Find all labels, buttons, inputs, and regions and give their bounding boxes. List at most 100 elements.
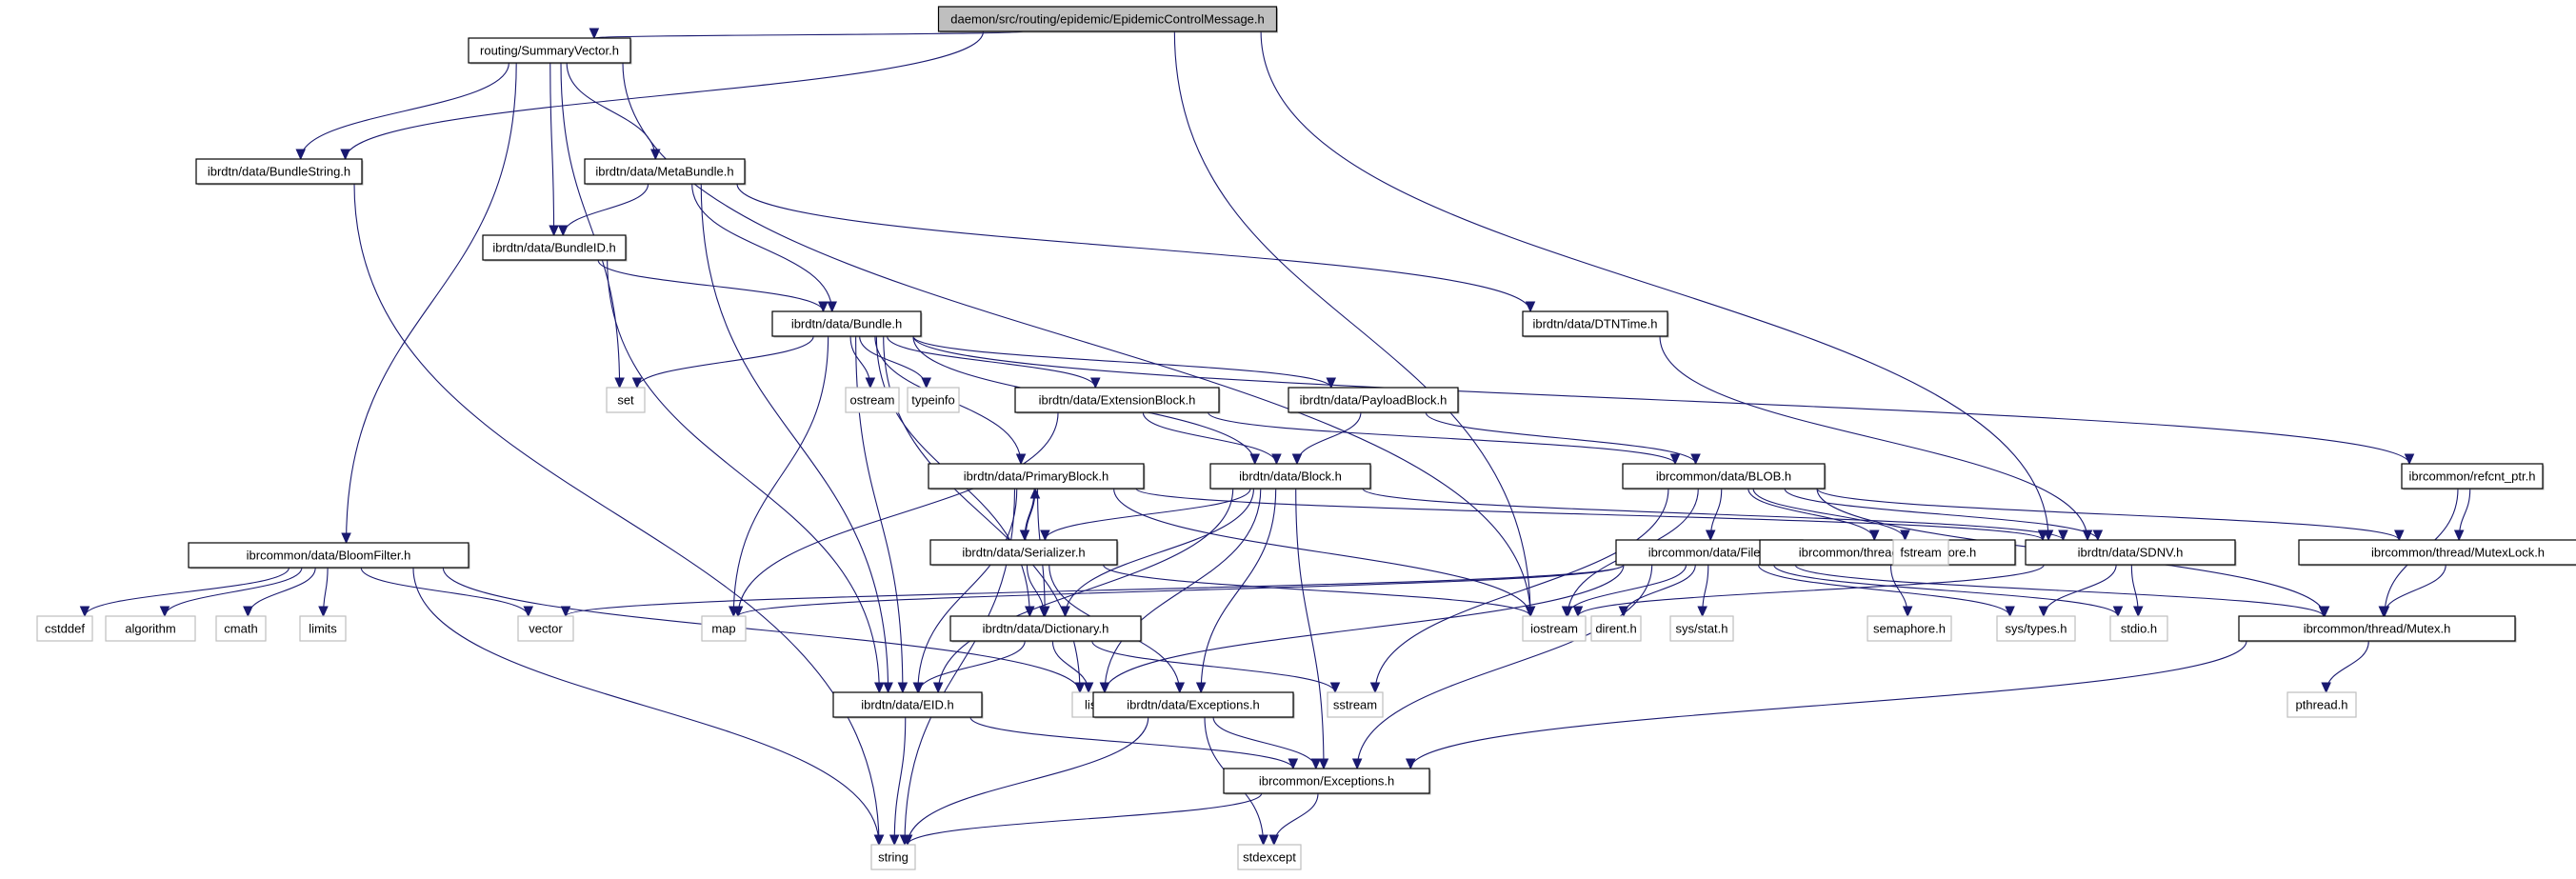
- edge-bundle-to-payload: [912, 335, 1332, 389]
- arrowhead-icon: [1705, 529, 1716, 542]
- arrowhead-icon: [341, 532, 351, 545]
- node-blob[interactable]: ibrcommon/data/BLOB.h: [1622, 463, 1827, 490]
- arrowhead-icon: [1900, 529, 1910, 542]
- node-sstream: sstream: [1327, 691, 1384, 718]
- node-primary[interactable]: ibrdtn/data/PrimaryBlock.h: [928, 463, 1146, 490]
- arrowhead-icon: [1249, 453, 1260, 466]
- node-box: [1209, 463, 1371, 489]
- node-refcnt[interactable]: ibrcommon/refcnt_ptr.h: [2401, 463, 2545, 490]
- node-label: ibrcommon/data/File.h: [1648, 546, 1771, 560]
- node-label: sys/types.h: [2005, 622, 2067, 636]
- edge-mutex-to-pthread: [2326, 640, 2369, 693]
- node-box: [1996, 615, 2076, 642]
- node-stdexcept: stdexcept: [1237, 844, 1302, 870]
- node-bid[interactable]: ibrdtn/data/BundleID.h: [482, 234, 628, 262]
- arrowhead-icon: [159, 606, 170, 618]
- arrowhead-icon: [1561, 606, 1572, 618]
- node-ext[interactable]: ibrdtn/data/ExtensionBlock.h: [1014, 387, 1221, 414]
- edge-bid-to-eid: [607, 259, 880, 693]
- arrowhead-icon: [732, 606, 744, 618]
- node-label: ibrcommon/thread/Mutex.h: [2304, 622, 2451, 636]
- node-box: [701, 615, 747, 642]
- edge-primary-to-sdnv: [1135, 488, 2044, 541]
- node-box: [215, 615, 267, 642]
- edge-exc-to-cexc: [1212, 716, 1317, 769]
- arrowhead-icon: [1083, 682, 1094, 694]
- arrowhead-icon: [243, 606, 253, 618]
- node-label: ibrdtn/data/BundleID.h: [492, 241, 615, 255]
- edge-root-to-sdnv: [1260, 30, 2049, 541]
- node-exc[interactable]: ibrdtn/data/Exceptions.h: [1092, 691, 1295, 719]
- node-sdnv[interactable]: ibrdtn/data/SDNV.h: [2025, 539, 2237, 567]
- node-meta[interactable]: ibrdtn/data/MetaBundle.h: [584, 158, 747, 186]
- node-algorithm: algorithm: [105, 615, 196, 642]
- node-sv[interactable]: routing/SummaryVector.h: [468, 37, 632, 65]
- edge-bundle-to-set: [636, 335, 814, 389]
- node-cmath: cmath: [215, 615, 267, 642]
- node-box: [1288, 387, 1459, 413]
- node-cexc[interactable]: ibrcommon/Exceptions.h: [1223, 768, 1431, 795]
- node-bundle[interactable]: ibrdtn/data/Bundle.h: [771, 310, 923, 338]
- node-box: [584, 158, 746, 185]
- node-dtnt[interactable]: ibrdtn/data/DTNTime.h: [1522, 310, 1669, 338]
- arrowhead-icon: [2037, 529, 2048, 542]
- node-box: [870, 844, 916, 870]
- arrowhead-icon: [1174, 682, 1186, 694]
- node-label: limits: [309, 622, 337, 636]
- node-label: cmath: [224, 622, 257, 636]
- arrowhead-icon: [1074, 682, 1086, 694]
- node-serial[interactable]: ibrdtn/data/Serializer.h: [929, 539, 1119, 567]
- arrowhead-icon: [295, 149, 306, 161]
- node-sema[interactable]: ibrcommon/thread/Semaphore.h: [1759, 539, 2017, 567]
- node-box: [482, 234, 627, 261]
- edge-sdnv-to-iostream: [1577, 564, 2045, 617]
- node-eid[interactable]: ibrdtn/data/EID.h: [832, 691, 984, 719]
- arrowhead-icon: [1040, 529, 1050, 542]
- edge-serial-to-iostream: [1103, 564, 1531, 617]
- node-label: sstream: [1333, 698, 1377, 712]
- node-label: routing/SummaryVector.h: [480, 44, 619, 58]
- edge-blob-to-sema: [1747, 488, 1875, 541]
- arrowhead-icon: [2318, 606, 2329, 618]
- node-dict[interactable]: ibrdtn/data/Dictionary.h: [949, 615, 1143, 643]
- node-box: [845, 387, 900, 413]
- node-label: ibrcommon/thread/Semaphore.h: [1799, 546, 1976, 560]
- arrowhead-icon: [2404, 453, 2415, 466]
- arrowhead-icon: [1029, 487, 1041, 499]
- arrowhead-icon: [889, 834, 900, 847]
- arrowhead-icon: [1669, 453, 1681, 466]
- node-box: [2298, 539, 2576, 566]
- arrowhead-icon: [1038, 606, 1049, 618]
- node-box: [36, 615, 93, 642]
- node-mutex[interactable]: ibrcommon/thread/Mutex.h: [2238, 615, 2517, 643]
- edge-primary-to-iostream: [1113, 488, 1531, 617]
- arrowhead-icon: [1318, 758, 1329, 770]
- node-label: daemon/src/routing/epidemic/EpidemicCont…: [950, 12, 1265, 27]
- node-payload[interactable]: ibrdtn/data/PayloadBlock.h: [1288, 387, 1460, 414]
- node-block[interactable]: ibrdtn/data/Block.h: [1209, 463, 1372, 490]
- node-box: [105, 615, 196, 642]
- arrowhead-icon: [1310, 758, 1322, 770]
- node-bloom[interactable]: ibrcommon/data/BloomFilter.h: [188, 542, 470, 569]
- edge-ext-to-blob: [1208, 411, 1676, 465]
- arrowhead-icon: [560, 606, 571, 618]
- node-label: sys/stat.h: [1676, 622, 1728, 636]
- node-vector: vector: [517, 615, 574, 642]
- arrowhead-icon: [318, 606, 329, 618]
- edge-sv-to-bid: [549, 62, 555, 236]
- node-root[interactable]: daemon/src/routing/epidemic/EpidemicCont…: [937, 6, 1279, 33]
- arrowhead-icon: [1015, 453, 1027, 466]
- arrowhead-icon: [921, 377, 931, 390]
- node-mlock[interactable]: ibrcommon/thread/MutexLock.h: [2298, 539, 2576, 567]
- edge-bundle-to-refcnt: [912, 335, 2410, 465]
- node-bstr[interactable]: ibrdtn/data/BundleString.h: [195, 158, 364, 186]
- node-box: [606, 387, 646, 413]
- node-box: [929, 539, 1118, 566]
- arrowhead-icon: [902, 834, 913, 847]
- node-box: [928, 463, 1145, 489]
- arrowhead-icon: [874, 682, 885, 694]
- arrowhead-icon: [614, 377, 625, 390]
- edge-file-to-systypes: [1757, 564, 2011, 617]
- node-box: [188, 542, 469, 569]
